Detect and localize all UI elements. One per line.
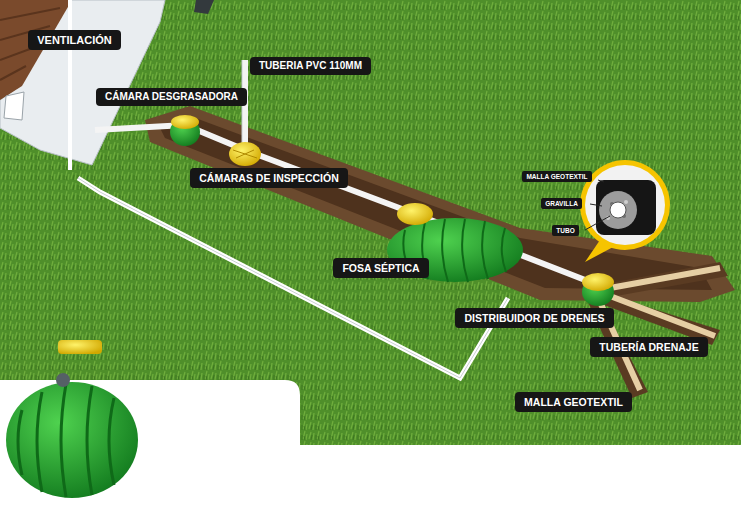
drain-section-inset-part <box>580 160 670 250</box>
white-ground-part <box>0 380 300 505</box>
house-part <box>4 92 24 120</box>
drain-trenches-part <box>610 268 720 288</box>
grease-chamber <box>170 115 200 146</box>
inspection-chamber-part <box>229 142 261 166</box>
septic-tank-part <box>397 203 433 225</box>
label-tag: GRAVILLA <box>541 198 582 209</box>
trench-part <box>145 106 735 302</box>
label-text: TUBERIA PVC 110MM <box>259 60 362 72</box>
tank-product-image-part <box>56 373 70 387</box>
drain-distributor <box>582 273 614 306</box>
drain-distributor-part <box>582 273 614 291</box>
label-tag: CÁMARA DESGRASADORA <box>96 88 247 106</box>
tank-product-image-part <box>6 382 138 498</box>
label-text: GRAVILLA <box>545 200 578 207</box>
label-text: FOSA SÉPTICA <box>342 262 419 274</box>
label-text: MALLA GEOTEXTIL <box>526 173 587 180</box>
ventilation-pipe-part <box>68 0 72 170</box>
label-tag: DISTRIBUIDOR DE DRENES <box>455 308 614 328</box>
label-text: CÁMARA DESGRASADORA <box>105 91 238 103</box>
inspection-chamber <box>229 142 261 166</box>
label-tag: MALLA GEOTEXTIL <box>515 392 632 412</box>
house-part <box>194 0 214 14</box>
tank-product-image-part <box>18 384 114 497</box>
tank-product-image <box>6 340 138 498</box>
drain-section-inset-part <box>624 200 628 204</box>
label-text: TUBERÍA DRENAJE <box>599 341 698 353</box>
label-tag: TUBERÍA DRENAJE <box>590 337 708 357</box>
label-tag: FOSA SÉPTICA <box>333 258 429 278</box>
grease-chamber-part <box>171 115 199 129</box>
label-text: DISTRIBUIDOR DE DRENES <box>464 312 604 324</box>
label-tag: TUBERIA PVC 110MM <box>250 57 371 75</box>
drain-trenches-part <box>610 296 715 336</box>
house-part <box>0 0 72 100</box>
white-ground <box>0 380 741 505</box>
tank-product-image-part <box>58 340 102 354</box>
pvc-pipe <box>95 60 598 285</box>
drain-section-inset-part <box>585 180 610 230</box>
drain-trenches-part <box>600 262 728 298</box>
drain-section-inset-part <box>599 191 637 229</box>
drain-section-inset <box>580 160 670 262</box>
pvc-pipe-part <box>95 125 598 285</box>
label-tag: CÁMARAS DE INSPECCIÓN <box>190 168 348 188</box>
drain-section-inset-part <box>585 165 665 245</box>
inspection-chamber-part <box>233 150 257 158</box>
grass-ground-part <box>0 0 741 447</box>
label-text: CÁMARAS DE INSPECCIÓN <box>199 172 338 184</box>
house-part <box>0 0 165 165</box>
ventilation-pipe <box>70 0 508 378</box>
grass-ground <box>0 0 741 447</box>
label-text: MALLA GEOTEXTIL <box>524 396 623 408</box>
house <box>0 0 214 165</box>
label-text: VENTILACIÓN <box>37 34 112 47</box>
label-tag: MALLA GEOTEXTIL <box>522 171 592 182</box>
label-text: TUBO <box>556 227 574 234</box>
trench <box>145 106 735 302</box>
drain-section-inset-part <box>610 202 626 218</box>
label-tag: VENTILACIÓN <box>28 30 121 50</box>
label-tag: TUBO <box>552 225 579 236</box>
drain-section-inset-part <box>596 180 656 235</box>
